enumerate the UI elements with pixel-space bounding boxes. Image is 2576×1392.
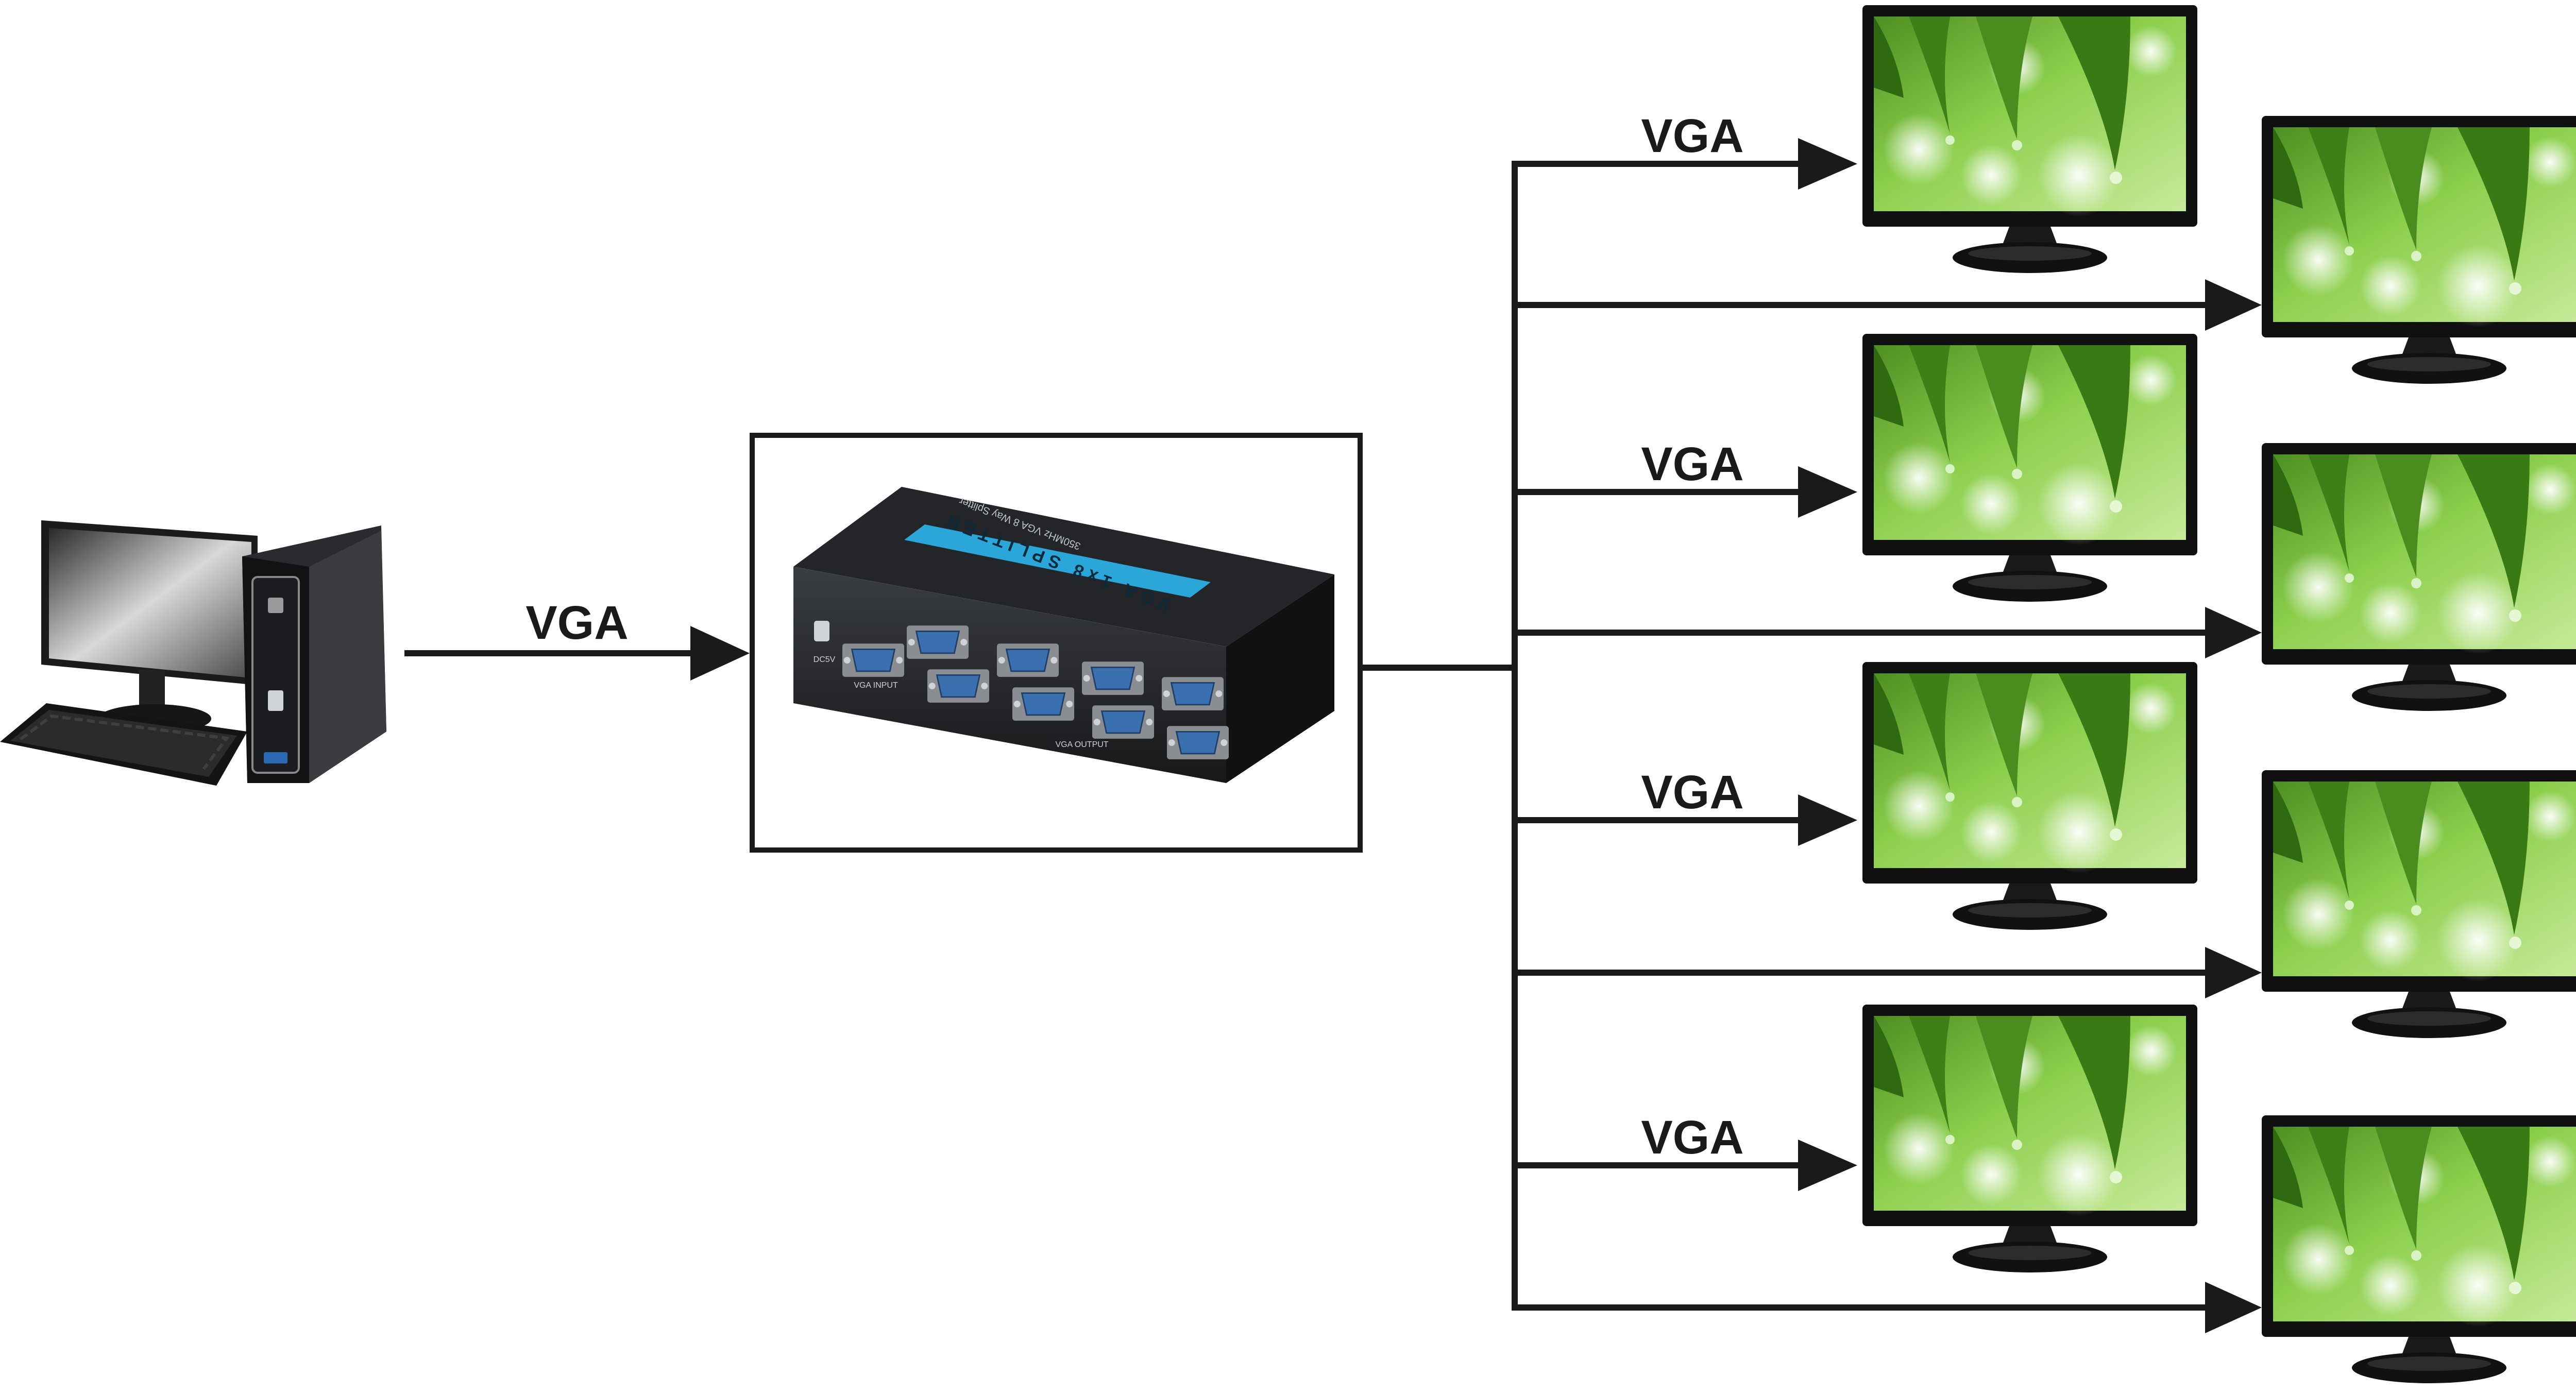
branch-6 xyxy=(1512,947,2262,998)
monitor-5 xyxy=(1862,662,2197,930)
computer-tower xyxy=(242,525,386,783)
monitor-2 xyxy=(2262,116,2576,384)
power-label: DC5V xyxy=(814,655,836,664)
output-bus xyxy=(1360,164,1518,1308)
branch-8 xyxy=(1512,1282,2262,1333)
monitor-4 xyxy=(2262,443,2576,711)
vga-port-3 xyxy=(1081,660,1145,696)
monitor-8 xyxy=(2262,1115,2576,1383)
branch-7: VGA xyxy=(1512,1111,1857,1191)
keyboard xyxy=(0,703,247,786)
vga-input-port xyxy=(841,642,905,678)
vga-port-7 xyxy=(1091,704,1155,740)
branch-3: VGA xyxy=(1512,438,1857,518)
vga-port-1 xyxy=(906,624,970,660)
vga-port-8 xyxy=(1166,725,1230,760)
vga-label-2: VGA xyxy=(1641,438,1743,490)
branch-2 xyxy=(1512,279,2262,331)
vga-label-3: VGA xyxy=(1641,766,1743,819)
computer-monitor xyxy=(41,520,258,733)
monitor-6 xyxy=(2262,770,2576,1038)
source-vga-label: VGA xyxy=(526,597,628,649)
branch-5: VGA xyxy=(1512,766,1857,846)
computer xyxy=(0,520,386,786)
vga-splitter-device: VGA 1x8 SPLITTER 350MHz VGA 8 Way Splitt… xyxy=(793,487,1334,783)
splitter-frame xyxy=(750,433,1363,853)
vga-port-6 xyxy=(1011,686,1075,722)
branch-1: VGA xyxy=(1512,110,1857,190)
vga-label-4: VGA xyxy=(1641,1111,1743,1164)
vga-port-2 xyxy=(996,642,1060,678)
output-label: VGA OUTPUT xyxy=(1055,740,1108,749)
vga-port-5 xyxy=(926,668,990,704)
monitor-3 xyxy=(1862,334,2197,602)
power-jack xyxy=(814,621,829,641)
monitor-7 xyxy=(1862,1005,2197,1272)
source-connector: VGA xyxy=(404,597,750,681)
vga-port-4 xyxy=(1161,676,1225,711)
vga-label-1: VGA xyxy=(1641,110,1743,162)
input-label: VGA INPUT xyxy=(854,681,898,690)
monitor-1 xyxy=(1862,5,2197,273)
branch-4 xyxy=(1512,607,2262,658)
